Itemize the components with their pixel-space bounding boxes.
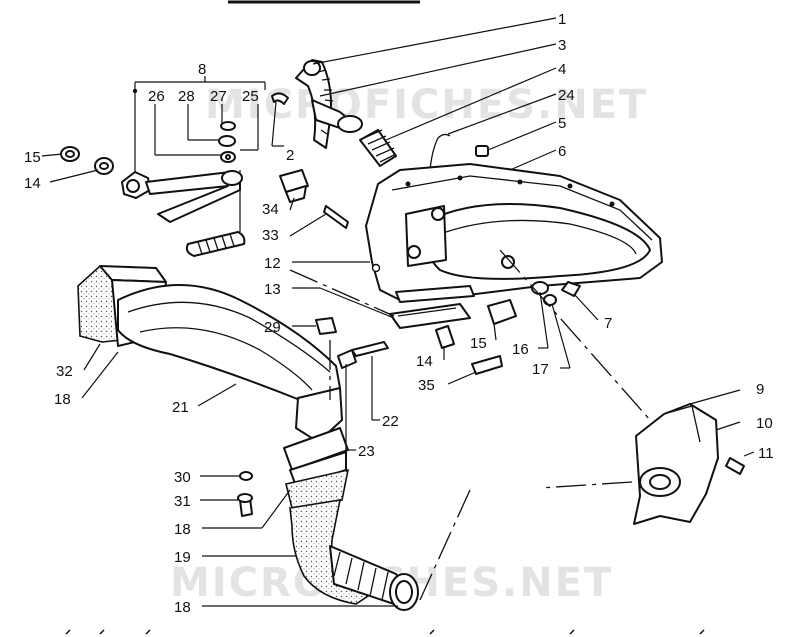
callout-18-mid: 18 [174, 521, 191, 538]
callout-34: 34 [262, 201, 279, 218]
callout-9: 9 [756, 381, 764, 398]
bottom-edge-marks [65, 629, 705, 635]
alignment-lines [289, 249, 651, 601]
callout-13: 13 [264, 281, 281, 298]
callout-18-bottom: 18 [174, 599, 191, 616]
callout-35: 35 [418, 377, 435, 394]
callout-19: 19 [174, 549, 191, 566]
callout-22: 22 [382, 413, 399, 430]
callout-6: 6 [558, 143, 566, 160]
callout-21: 21 [172, 399, 189, 416]
callout-11: 11 [758, 445, 774, 462]
transmission-cover [365, 163, 663, 329]
callout-16: 16 [512, 341, 529, 358]
callout-2: 2 [286, 147, 294, 164]
clamps-and-bolts [279, 169, 517, 375]
intake-hose [237, 427, 419, 611]
callout-5: 5 [558, 115, 566, 132]
watermark-top: MICROFICHES.NET [205, 82, 648, 128]
callout-29: 29 [264, 319, 281, 336]
callout-4: 4 [558, 61, 566, 78]
callout-18-left: 18 [54, 391, 71, 408]
side-cover [633, 403, 745, 525]
callout-26: 26 [148, 88, 165, 105]
callout-8: 8 [198, 61, 206, 78]
callout-3: 3 [558, 37, 566, 54]
gear-sector [271, 59, 489, 171]
callout-27: 27 [210, 88, 227, 105]
callout-14-mid: 14 [416, 353, 433, 370]
callout-15-top: 15 [24, 149, 41, 166]
callout-10: 10 [756, 415, 773, 432]
callout-30: 30 [174, 469, 191, 486]
callout-23: 23 [358, 443, 375, 460]
callout-28: 28 [178, 88, 195, 105]
callout-25: 25 [242, 88, 259, 105]
callout-7: 7 [604, 315, 612, 332]
callout-32: 32 [56, 363, 73, 380]
part-callouts: 1 3 4 24 5 6 7 16 17 8 26 28 27 25 2 15 … [24, 11, 774, 616]
callout-14-top: 14 [24, 175, 41, 192]
callout-24: 24 [558, 87, 575, 104]
callout-17: 17 [532, 361, 549, 378]
callout-31: 31 [174, 493, 191, 510]
air-duct [117, 284, 343, 443]
callout-12: 12 [264, 255, 281, 272]
callout-15-mid: 15 [470, 335, 487, 352]
callout-1: 1 [558, 11, 566, 28]
callout-33: 33 [262, 227, 279, 244]
